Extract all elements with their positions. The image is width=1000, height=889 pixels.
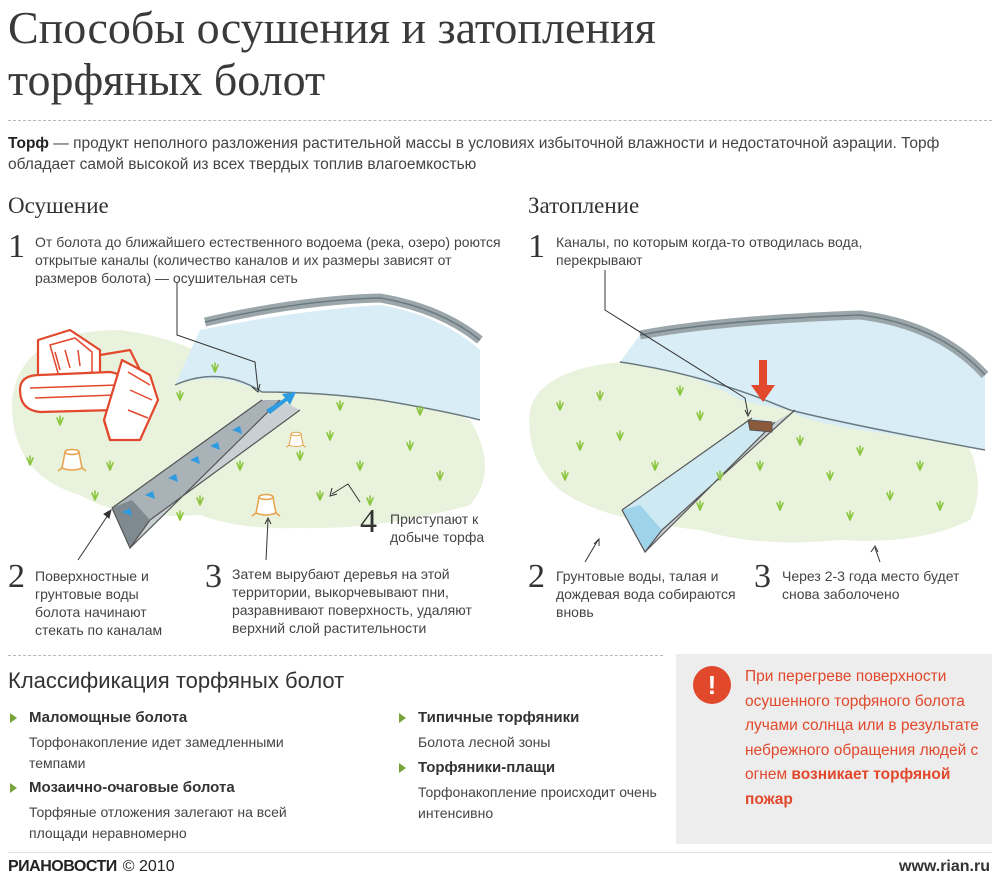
classification-item-desc: Торфонакопление происходит очень интенси… (418, 784, 657, 821)
drainage-step-4-text: Приступают к добыче торфа (390, 511, 485, 545)
warning-text: При перегреве поверхности осушенного тор… (745, 665, 980, 812)
drainage-flow-arrows (122, 426, 242, 516)
classification-item-desc: Торфонакопление идет замедленными темпам… (29, 734, 284, 771)
classification-item: Мозаично-очаговые болота Торфяные отложе… (8, 778, 328, 844)
drainage-heading: Осушение (8, 193, 109, 218)
flooding-step-2-number: 2 (528, 558, 545, 595)
drainage-step-1-text: От болота до ближайшего естественного во… (35, 234, 501, 286)
dam-arrow (751, 360, 775, 402)
warning-text-body: При перегреве поверхности осушенного тор… (745, 668, 979, 783)
ria-logo: РИАНОВОСТИ © 2010 (8, 858, 175, 876)
classification-item: Типичные торфяники Болота лесной зоны (397, 708, 657, 753)
warning-icon: ! (693, 666, 731, 704)
dam-plug (747, 419, 773, 433)
page-title: Способы осушения и затопления торфяных б… (8, 2, 788, 106)
copyright: © 2010 (122, 858, 175, 875)
title-divider (8, 120, 992, 121)
title-line-2: торфяных болот (8, 54, 326, 105)
flooding-heading: Затопление (528, 193, 640, 218)
drainage-leader-lines (77, 282, 361, 561)
drainage-water (175, 305, 480, 420)
drainage-step-1-number: 1 (8, 228, 25, 265)
flooding-step-3-number: 3 (754, 558, 771, 595)
classification-item-name: Мозаично-очаговые болота (8, 778, 328, 798)
classification-item-desc: Болота лесной зоны (418, 734, 551, 750)
drainage-step-4-number: 4 (360, 503, 377, 540)
flooding-step-1-text: Каналы, по которым когда-то отводилась в… (556, 234, 863, 268)
logo-novosti: НОВОСТИ (40, 858, 117, 875)
flooding-step-3-text: Через 2-3 года место будет снова заболоч… (782, 568, 960, 602)
classification-item-desc: Торфяные отложения залегают на всей площ… (29, 804, 287, 841)
logo-ria: РИА (8, 858, 41, 875)
classification-item-name: Торфяники-плащи (397, 758, 657, 778)
classification-item-name: Маломощные болота (8, 708, 328, 728)
drainage-canal (111, 399, 301, 550)
flooding-step-1-number: 1 (528, 228, 545, 265)
intro-term: Торф (8, 135, 49, 152)
classification-heading: Классификация торфяных болот (8, 668, 345, 693)
flooding-step-2-text: Грунтовые воды, талая и дождевая вода со… (556, 568, 736, 620)
site-url[interactable]: www.rian.ru (899, 858, 990, 875)
outflow-arrow (266, 392, 296, 414)
drainage-step-3-number: 3 (205, 558, 222, 595)
classification-item-name: Типичные торфяники (397, 708, 657, 728)
drainage-illustration (11, 282, 485, 561)
classification-item: Маломощные болота Торфонакопление идет з… (8, 708, 328, 774)
intro-text: Торф — продукт неполного разложения раст… (8, 133, 983, 175)
flooding-leader-lines (584, 270, 881, 563)
intro-definition: — продукт неполного разложения раститель… (8, 135, 940, 173)
classification-item: Торфяники-плащи Торфонакопление происход… (397, 758, 657, 824)
flooding-illustration (529, 270, 989, 563)
drainage-step-2-text: Поверхностные и грунтовые воды болота на… (35, 568, 163, 638)
drainage-step-3-text: Затем вырубают деревья на этой территори… (232, 566, 472, 636)
title-line-1: Способы осушения и затопления (8, 2, 656, 53)
drainage-step-2-number: 2 (8, 558, 25, 595)
section-divider (8, 655, 663, 656)
illustration-canvas (11, 270, 989, 563)
bulldozer-illustration (18, 328, 160, 442)
flooding-water (620, 315, 985, 450)
warning-text-emphasis: возникает торфяной пожар (745, 766, 951, 808)
flooding-canal (621, 409, 796, 554)
footer-divider (8, 852, 992, 853)
